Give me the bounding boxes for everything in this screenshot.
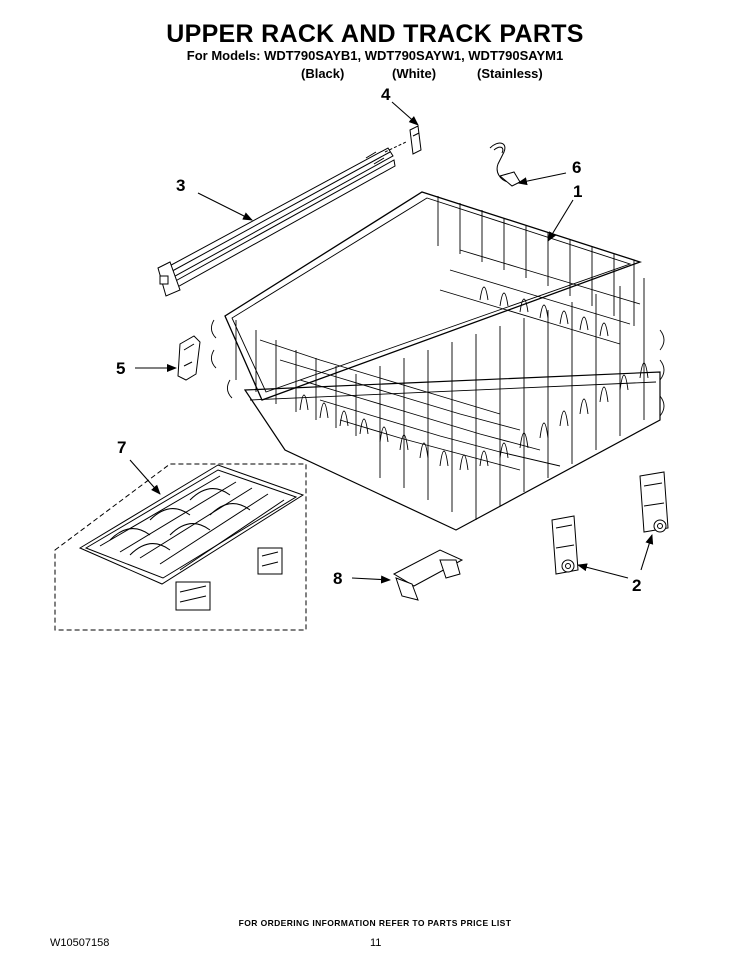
- callout-4: 4: [381, 85, 391, 104]
- callout-3: 3: [176, 176, 186, 195]
- document-number: W10507158: [50, 937, 110, 949]
- end-cap-part: [384, 125, 422, 155]
- variant-white: (White): [392, 66, 437, 81]
- ordering-note: FOR ORDERING INFORMATION REFER TO PARTS …: [238, 918, 512, 928]
- callout-8: 8: [333, 569, 343, 588]
- track-rail-part: [157, 147, 396, 297]
- page-title: UPPER RACK AND TRACK PARTS: [166, 20, 584, 48]
- models-line: For Models: WDT790SAYB1, WDT790SAYW1, WD…: [186, 48, 564, 63]
- rack-clip-part: [392, 549, 464, 601]
- page-number: 11: [370, 937, 382, 949]
- variant-black: (Black): [301, 66, 345, 81]
- callout-6: 6: [572, 158, 582, 177]
- wheel-assembly-part: [551, 471, 669, 575]
- callout-5: 5: [116, 359, 126, 378]
- variant-stainless: (Stainless): [477, 66, 543, 81]
- callout-2: 2: [632, 576, 642, 595]
- adjuster-part: [177, 335, 201, 381]
- clip-part: [489, 142, 521, 187]
- callout-7: 7: [117, 438, 127, 457]
- callout-arrows: [129, 101, 654, 584]
- cup-shelf-kit: [54, 463, 307, 631]
- upper-rack-basket-part: [211, 191, 665, 531]
- callout-1: 1: [573, 182, 583, 201]
